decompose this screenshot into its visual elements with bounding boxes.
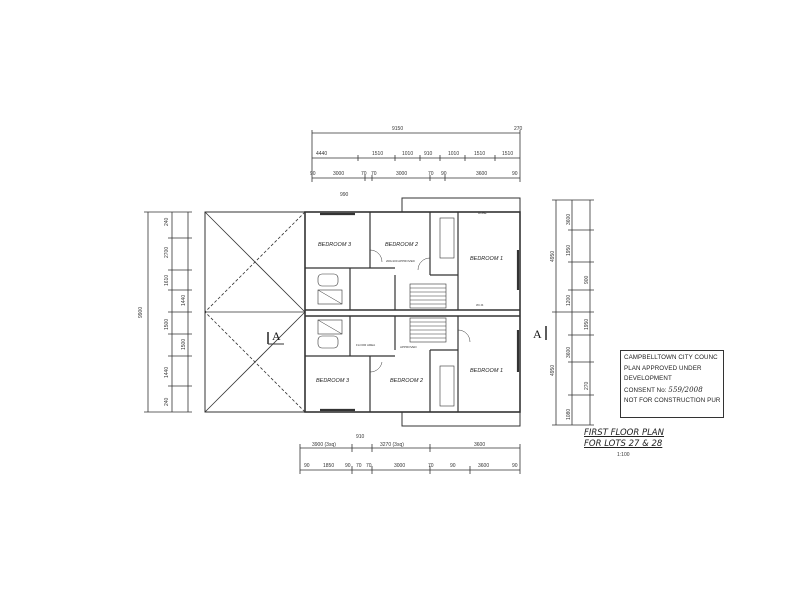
dim-top-1510c: 1510 — [502, 151, 513, 157]
room-label-bedroom2-bottom: BEDROOM 2 — [390, 378, 423, 384]
dim-bot-r2-9: 90 — [512, 463, 518, 469]
stamp-not-for-construction: NOT FOR CONSTRUCTION PURPOSE — [624, 397, 720, 404]
dim-top-r3-3: 70 — [371, 171, 377, 177]
dim-right-4: 1950 — [584, 319, 590, 330]
note-approved-2: APPROVED — [400, 345, 418, 349]
dim-bot-r1-1: 910 — [356, 434, 365, 440]
room-label-bedroom1-top: BEDROOM 1 — [470, 256, 503, 262]
dim-bot-r2-3: 70 — [356, 463, 362, 469]
dim-left-2: 1610 — [164, 275, 170, 286]
dim-left-0: 240 — [164, 217, 170, 226]
dim-top-1510a: 1510 — [372, 151, 383, 157]
dim-top-1010a: 1010 — [402, 151, 413, 157]
dim-bot-r2-6: 70 — [428, 463, 434, 469]
dim-left-9: 240 — [164, 397, 170, 406]
council-approval-stamp: CAMPBELLTOWN CITY COUNC PLAN APPROVED UN… — [620, 350, 724, 418]
note-approved: 200x100 APPROVED — [386, 259, 416, 263]
dim-bot-r1-2: 3270 (3sq) — [380, 442, 404, 448]
dim-top-overall: 9150 — [392, 126, 403, 132]
stamp-plan-approved: PLAN APPROVED UNDER — [624, 364, 702, 372]
dim-left-3: 1440 — [181, 295, 187, 306]
dim-left-1: 2700 — [164, 247, 170, 258]
room-label-bedroom1-bottom: BEDROOM 1 — [470, 368, 503, 374]
room-label-bedroom2-top: BEDROOM 2 — [385, 242, 418, 248]
dim-bot-r1-0: 3900 (3sq) — [312, 442, 336, 448]
stamp-consent: CONSENT No: 559/2008 — [624, 385, 720, 397]
section-marker-right: A — [533, 327, 542, 341]
stamp-development: DEVELOPMENT — [624, 375, 672, 382]
drawing-title-line1: FIRST FLOOR PLAN — [584, 428, 664, 438]
dim-right-6: 270 — [584, 381, 590, 390]
dim-right-overall-bottom: 4950 — [550, 365, 556, 376]
dim-top-r3-7: 3600 — [476, 171, 487, 177]
dim-right-1: 1950 — [566, 245, 572, 256]
dim-top-small: 990 — [340, 192, 349, 198]
note-floor-area: FLOOR AREA — [356, 343, 375, 347]
dim-left-4: 1500 — [164, 319, 170, 330]
room-label-bedroom3-bottom: BEDROOM 3 — [316, 378, 350, 384]
dim-top-910: 910 — [424, 151, 433, 157]
room-label-robe: ROBE — [478, 211, 487, 215]
stamp-consent-prefix: CONSENT No: — [624, 386, 667, 394]
drawing-scale: 1:100 — [617, 452, 630, 458]
dim-bot-r2-5: 3000 — [394, 463, 405, 469]
dim-top-r3-6: 90 — [441, 171, 447, 177]
dim-left-overall: 9900 — [138, 307, 144, 318]
dim-bot-r2-8: 3600 — [478, 463, 489, 469]
dim-top-r3-5: 70 — [428, 171, 434, 177]
section-marker-left: A — [272, 329, 281, 343]
dim-bot-r2-7: 90 — [450, 463, 456, 469]
dim-top-1010b: 1010 — [448, 151, 459, 157]
stamp-council-name: CAMPBELLTOWN CITY COUNC — [624, 354, 718, 361]
dim-right-0: 3600 — [566, 214, 572, 225]
dim-right-2: 900 — [584, 275, 590, 284]
dim-bot-r2-0: 90 — [304, 463, 310, 469]
dim-top-1510b: 1510 — [474, 151, 485, 157]
dim-top-4440: 4440 — [316, 151, 327, 157]
dim-bot-r2-4: 70 — [366, 463, 372, 469]
dim-left-6: 1440 — [164, 367, 170, 378]
drawing-title: FIRST FLOOR PLAN FOR LOTS 27 & 28 — [584, 428, 674, 450]
dim-right-3: 1200 — [566, 295, 572, 306]
dim-bot-r2-1: 1850 — [323, 463, 334, 469]
dim-top-r3-8: 90 — [512, 171, 518, 177]
room-label-wir: W.I.R. — [476, 303, 484, 307]
dim-right-7: 1080 — [566, 409, 572, 420]
drawing-title-line2: FOR LOTS 27 & 28 — [584, 439, 663, 449]
room-label-bedroom3-top: BEDROOM 3 — [318, 242, 352, 248]
dim-top-r3-1: 3000 — [333, 171, 344, 177]
dim-top-r3-4: 3000 — [396, 171, 407, 177]
dim-bot-r1-3: 3600 — [474, 442, 485, 448]
dim-top-270: 270 — [514, 126, 523, 132]
stamp-consent-number: 559/2008 — [668, 385, 703, 394]
dim-bot-r2-2: 90 — [345, 463, 351, 469]
dim-top-r3-0: 90 — [310, 171, 316, 177]
dim-left-5: 1500 — [181, 339, 187, 350]
dim-right-5: 3600 — [566, 347, 572, 358]
dim-right-overall-top: 4950 — [550, 251, 556, 262]
dim-top-r3-2: 70 — [361, 171, 367, 177]
